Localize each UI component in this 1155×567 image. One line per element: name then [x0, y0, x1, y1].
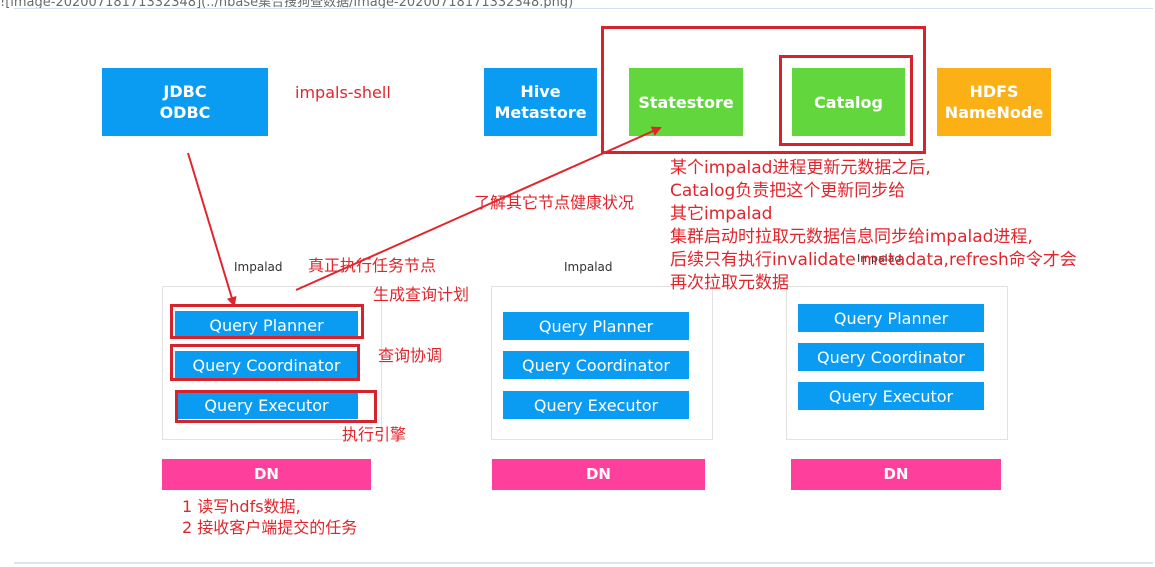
diagram-frame — [14, 8, 1153, 564]
jdbc-odbc-box: JDBC ODBC — [102, 68, 268, 136]
cropped-top-text: ![image-20200718171332348](../hbase集合搜狗查… — [0, 0, 574, 10]
note-catalog-line-1: 某个impalad进程更新元数据之后, — [670, 158, 931, 178]
planner-outline — [170, 304, 364, 339]
query-planner-2: Query Planner — [503, 312, 689, 340]
query-coordinator-1: Query Coordinator — [175, 351, 358, 379]
note-catalog-line-2: Catalog负责把这个更新同步给 — [670, 181, 906, 201]
hdfs-namenode-box: HDFS NameNode — [937, 68, 1051, 136]
note-catalog: 某个impalad进程更新元数据之后, Catalog负责把这个更新同步给 其它… — [670, 157, 1077, 295]
statestore-catalog-group-outline — [601, 26, 926, 154]
executor-outline — [175, 390, 377, 423]
query-executor-1: Query Executor — [175, 391, 358, 419]
hive-metastore-box: Hive Metastore — [484, 68, 597, 136]
dn-box-3: DN — [791, 459, 1001, 490]
note-dn-line-2: 2 接收客户端提交的任务 — [182, 518, 358, 537]
impalad-label-3: Impalad — [857, 252, 902, 265]
dn-box-2: DN — [492, 459, 705, 490]
note-catalog-line-5: 后续只有执行invalidate metadata,refresh命令才会 — [670, 250, 1077, 270]
query-coordinator-3: Query Coordinator — [798, 343, 984, 371]
query-executor-2: Query Executor — [503, 391, 689, 419]
client-to-planner-arrow — [187, 152, 237, 307]
query-planner-1: Query Planner — [175, 311, 358, 339]
dn-box-1: DN — [162, 459, 371, 490]
note-impala-shell: impals-shell — [295, 83, 391, 102]
note-coordination: 查询协调 — [378, 346, 443, 365]
note-engine: 执行引擎 — [342, 425, 407, 444]
note-health: 了解其它节点健康状况 — [474, 193, 635, 212]
note-catalog-line-4: 集群启动时拉取元数据信息同步给impalad进程, — [670, 227, 1033, 247]
impalad-to-statestore-arrow — [295, 126, 662, 291]
catalog-outline — [779, 55, 913, 146]
impalad-label-1: Impalad — [234, 260, 283, 274]
query-executor-3: Query Executor — [798, 382, 984, 410]
query-coordinator-2: Query Coordinator — [503, 351, 689, 379]
statestore-box: Statestore — [629, 68, 743, 136]
note-real-exec: 真正执行任务节点 — [308, 256, 437, 275]
note-dn: 1 读写hdfs数据, 2 接收客户端提交的任务 — [182, 496, 357, 538]
note-catalog-line-6: 再次拉取元数据 — [670, 273, 789, 293]
note-dn-line-1: 1 读写hdfs数据, — [182, 497, 301, 516]
catalog-box: Catalog — [792, 68, 905, 136]
note-catalog-line-3: 其它impalad — [670, 204, 773, 224]
note-gen-plan: 生成查询计划 — [373, 285, 470, 304]
coordinator-outline — [170, 344, 360, 381]
query-planner-3: Query Planner — [798, 304, 984, 332]
impalad-label-2: Impalad — [564, 260, 613, 274]
